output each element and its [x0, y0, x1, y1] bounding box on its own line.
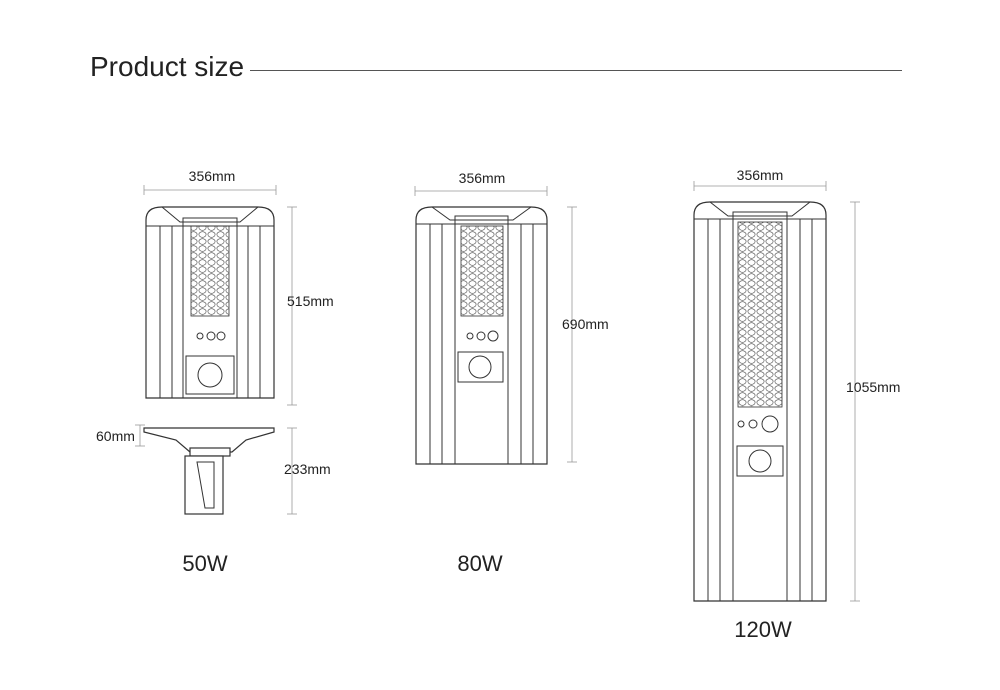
led-module-120w	[737, 221, 783, 408]
product-80w: 356mm 690mm 80W	[414, 170, 609, 576]
height-label-120w: 1055mm	[846, 379, 900, 395]
bracket-height-label-50w: 233mm	[284, 461, 331, 477]
width-dimension-80w: 356mm	[414, 170, 548, 196]
width-dimension-120w: 356mm	[693, 167, 827, 191]
width-label-50w: 356mm	[189, 168, 236, 184]
product-120w: 356mm 1055mm 120W	[693, 167, 900, 642]
lamp-body-50w	[145, 206, 275, 399]
height-dimension-80w: 690mm	[562, 206, 609, 463]
height-dimension-120w: 1055mm	[846, 201, 900, 602]
led-module-80w	[460, 225, 504, 317]
height-label-50w: 515mm	[287, 293, 334, 309]
bracket-side-view-50w	[143, 427, 275, 515]
bracket-height-dimension-50w: 233mm	[284, 427, 331, 515]
width-label-120w: 356mm	[737, 167, 784, 183]
page-title: Product size	[90, 50, 251, 84]
wattage-label-120w: 120W	[734, 617, 792, 642]
title-rule	[250, 70, 902, 71]
wattage-label-50w: 50W	[182, 551, 227, 576]
width-label-80w: 356mm	[459, 170, 506, 186]
height-label-80w: 690mm	[562, 316, 609, 332]
lamp-body-120w	[693, 201, 827, 602]
lamp-body-80w	[415, 206, 548, 465]
height-dimension-50w: 515mm	[287, 206, 334, 406]
wattage-label-80w: 80W	[457, 551, 502, 576]
product-50w: 356mm 515mm	[96, 168, 334, 576]
width-dimension-50w: 356mm	[143, 168, 277, 195]
bracket-thickness-label-50w: 60mm	[96, 428, 135, 444]
led-module-50w	[190, 225, 230, 317]
bracket-thickness-dimension-50w: 60mm	[96, 424, 145, 447]
